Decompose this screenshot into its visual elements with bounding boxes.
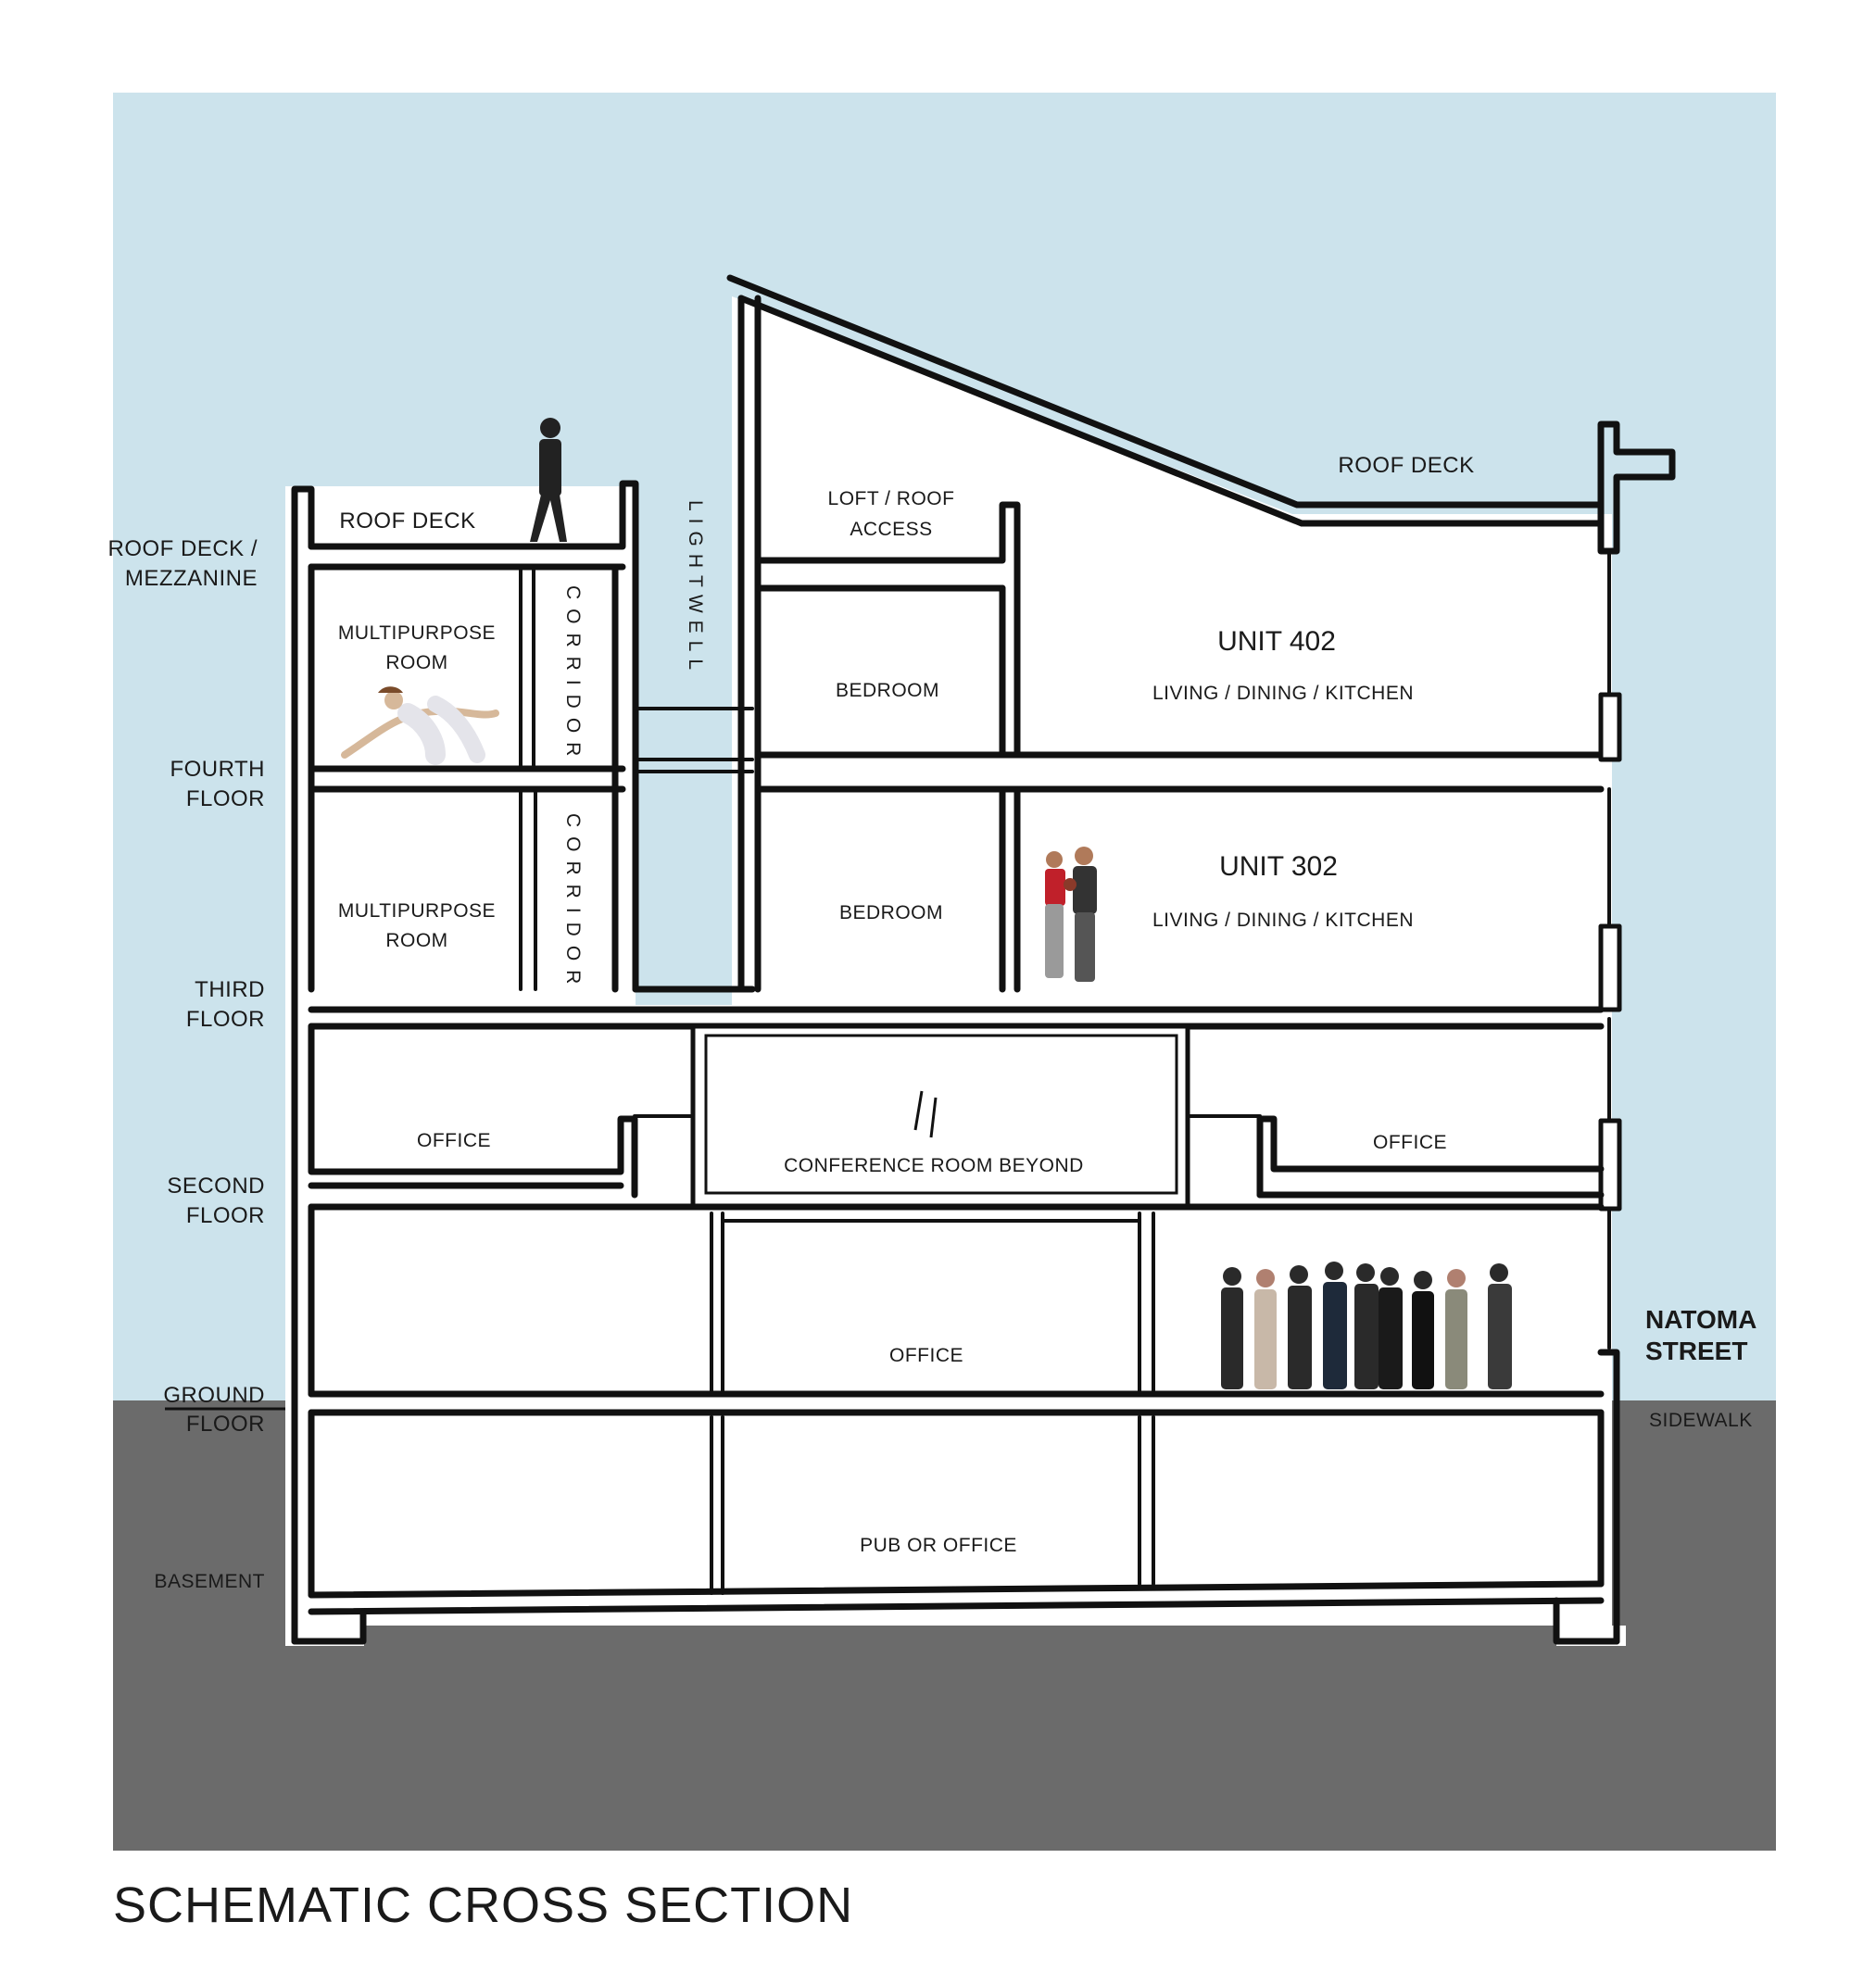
multipurpose-lower-line1: MULTIPURPOSE (338, 900, 496, 922)
sidewalk-label: SIDEWALK (1649, 1410, 1753, 1431)
level-ground-line2: FLOOR (186, 1412, 265, 1437)
level-second-line1: SECOND (167, 1174, 265, 1199)
multipurpose-upper-line1: MULTIPURPOSE (338, 622, 496, 644)
level-second-line2: FLOOR (186, 1203, 265, 1228)
loft-line2: ACCESS (850, 519, 932, 540)
level-labels: ROOF DECK / MEZZANINE FOURTH FLOOR THIRD… (107, 536, 265, 1592)
unit-402-desc: LIVING / DINING / KITCHEN (1152, 683, 1414, 704)
conference-label: CONFERENCE ROOM BEYOND (784, 1155, 1084, 1176)
level-third-line2: FLOOR (186, 1007, 265, 1032)
loft-line1: LOFT / ROOF (828, 488, 955, 509)
street-name-line1: NATOMA (1645, 1305, 1756, 1334)
person-reclining-icon (341, 686, 499, 765)
couple-icon (1045, 847, 1097, 982)
corridor-upper-label: CORRIDOR (562, 585, 584, 765)
unit-302-label: UNIT 302 (1219, 851, 1338, 882)
office-left-label: OFFICE (417, 1130, 491, 1151)
unit-402-label: UNIT 402 (1217, 626, 1336, 657)
level-roof-deck-line1: ROOF DECK / (107, 536, 258, 561)
group-of-people-icon (1221, 1262, 1512, 1389)
roof-deck-left-label: ROOF DECK (339, 509, 475, 534)
level-basement: BASEMENT (154, 1571, 265, 1592)
corridor-lower-label: CORRIDOR (562, 813, 584, 993)
level-ground-line1: GROUND (163, 1383, 265, 1408)
diagram-title: SCHEMATIC CROSS SECTION (113, 1877, 853, 1933)
street-name-line2: STREET (1645, 1337, 1747, 1365)
room-labels: ROOF DECK ROOF DECK MULTIPURPOSE ROOM MU… (338, 453, 1474, 1556)
level-third-line1: THIRD (195, 977, 265, 1002)
level-roof-deck-line2: MEZZANINE (125, 566, 258, 591)
multipurpose-upper-line2: ROOM (385, 652, 447, 673)
person-roof-icon (530, 418, 567, 542)
lightwell-label: LIGHTWELL (685, 500, 706, 677)
level-fourth-line2: FLOOR (186, 786, 265, 811)
unit-302-desc: LIVING / DINING / KITCHEN (1152, 910, 1414, 931)
bedroom-upper-label: BEDROOM (836, 680, 939, 701)
bedroom-lower-label: BEDROOM (839, 902, 943, 923)
level-fourth-line1: FOURTH (170, 757, 265, 782)
multipurpose-lower-line2: ROOM (385, 930, 447, 951)
office-ground-label: OFFICE (889, 1345, 963, 1366)
office-right-label: OFFICE (1373, 1132, 1447, 1153)
roof-deck-right-label: ROOF DECK (1338, 453, 1474, 478)
pub-label: PUB OR OFFICE (860, 1535, 1017, 1556)
